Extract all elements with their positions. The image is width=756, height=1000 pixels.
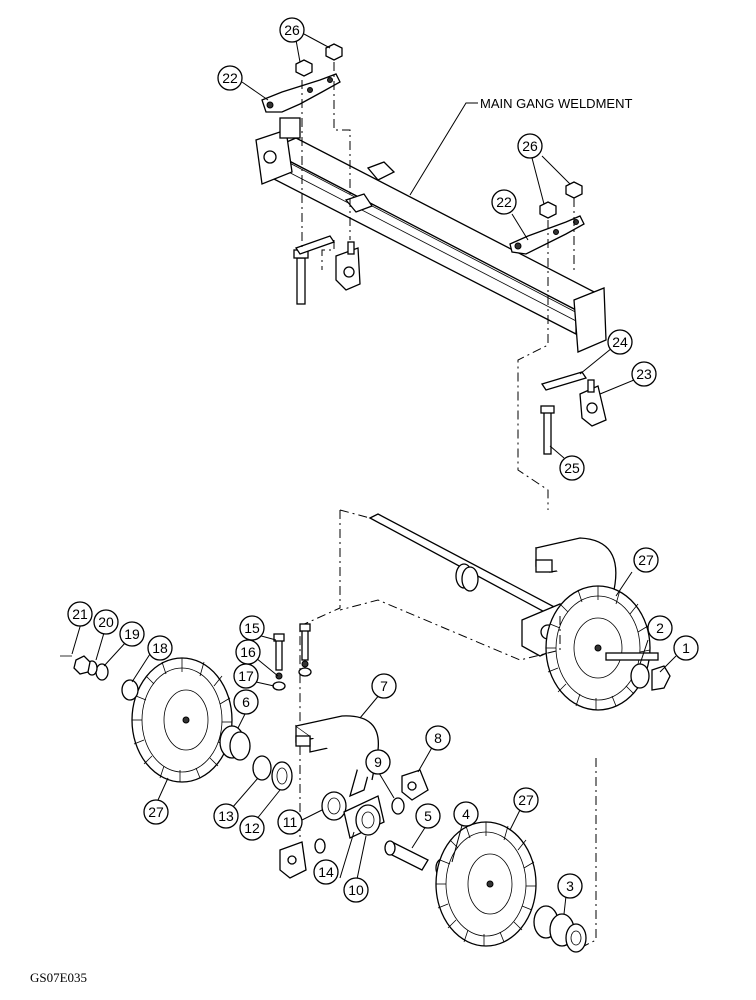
svg-text:16: 16 [240,644,256,660]
callout-3: 3 [557,873,583,899]
callout-13: 13 [213,803,239,829]
svg-text:27: 27 [518,792,534,808]
svg-text:1: 1 [682,640,690,656]
callout-1: 1 [673,635,699,661]
svg-text:9: 9 [374,754,382,770]
callout-23: 23 [631,361,657,387]
svg-text:5: 5 [424,808,432,824]
svg-text:2: 2 [656,620,664,636]
callout-9: 9 [365,749,391,775]
callout-4: 4 [453,801,479,827]
svg-text:13: 13 [218,808,234,824]
svg-text:11: 11 [283,814,298,830]
svg-text:17: 17 [238,668,254,684]
callout-12: 12 [239,815,265,841]
svg-text:20: 20 [98,614,114,630]
callout-27-lower-right: 27 [513,787,539,813]
disc-blade-lower-left [131,657,233,783]
callout-10: 10 [343,877,369,903]
callout-18: 18 [147,635,173,661]
callout-leaders [71,33,677,915]
spacer-spool-6 [219,725,251,761]
svg-text:6: 6 [242,694,250,710]
svg-text:12: 12 [244,820,260,836]
lower-right-bolt-strap-clamp [540,371,607,455]
svg-text:21: 21 [72,606,88,622]
svg-text:22: 22 [222,70,238,86]
callout-27-upper-right: 27 [633,547,659,573]
main-gang-weldment-label: MAIN GANG WELDMENT [480,96,632,111]
callout-26-upper-left: 26 [279,17,305,43]
upper-left-bolt-strap-clamp [293,235,361,305]
svg-text:25: 25 [564,460,580,476]
callout-20: 20 [93,609,119,635]
left-nut-washer-stack [60,655,139,701]
svg-text:23: 23 [636,366,652,382]
svg-text:27: 27 [638,552,654,568]
callout-27-lower-left: 27 [143,799,169,825]
callout-11: 11 [277,809,303,835]
svg-text:24: 24 [612,334,628,350]
svg-text:3: 3 [566,878,574,894]
callout-26-upper-right: 26 [517,133,543,159]
end-spool-3 [533,905,587,953]
svg-text:10: 10 [348,882,364,898]
callout-14: 14 [313,859,339,885]
callout-8: 8 [425,725,451,751]
callout-7: 7 [371,673,397,699]
svg-text:19: 19 [124,626,140,642]
disc-blade-lower-right [435,821,537,947]
callout-6: 6 [233,689,259,715]
callout-15: 15 [239,615,265,641]
drawing-code: GS07E035 [30,970,87,985]
callout-19: 19 [119,621,145,647]
svg-text:18: 18 [152,640,168,656]
callout-22-upper-left: 22 [217,65,243,91]
bearing-and-hanger [279,769,429,879]
svg-text:26: 26 [522,138,538,154]
svg-text:22: 22 [496,194,512,210]
upper-right-clamp-bracket [509,181,585,255]
snap-rings [252,755,293,791]
main-gang-weldment [255,117,607,353]
callout-21: 21 [67,601,93,627]
callout-22-upper-right: 22 [491,189,517,215]
lower-bolts [272,623,312,691]
svg-text:7: 7 [380,678,388,694]
callout-5: 5 [415,803,441,829]
callout-24: 24 [607,329,633,355]
svg-text:8: 8 [434,730,442,746]
svg-text:27: 27 [148,804,164,820]
callout-17: 17 [233,663,259,689]
callout-2: 2 [647,615,673,641]
callout-25: 25 [559,455,585,481]
svg-text:26: 26 [284,22,300,38]
svg-text:15: 15 [244,620,260,636]
svg-text:14: 14 [318,864,334,880]
disc-blade-upper-right [545,585,651,711]
svg-text:4: 4 [462,806,470,822]
callout-16: 16 [235,639,261,665]
disc-standard-7 [295,715,379,798]
